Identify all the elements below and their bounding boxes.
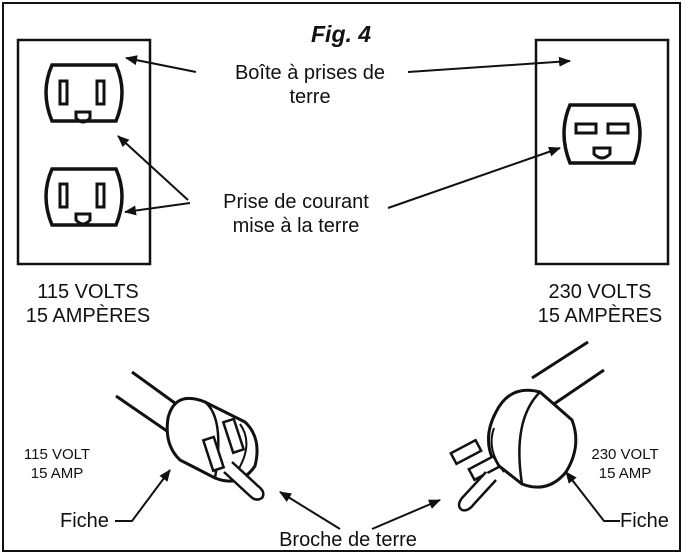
left-rating-amps: 15 AMPÈRES [25,305,151,327]
left-rating-volts: 115 VOLTS [37,281,139,303]
plug-115-icon [115,370,265,501]
single-outlet-icon [562,103,642,165]
plug-230-icon [449,340,605,512]
figure-title: Fig. 4 [311,21,372,47]
duplex-outlet-icon [44,63,124,124]
ground-box-label-line2: terre [289,86,331,108]
left-plug-amps: 15 AMP [30,465,84,482]
left-plug-volts: 115 VOLT [23,446,91,463]
ground-box-label: Boîte à prises de terre [200,61,420,109]
right-plug-rating: 230 VOLT 15 AMP [580,445,670,483]
ground-pin-label: Broche de terre [279,529,417,551]
outlet-label: Prise de courant mise à la terre [196,190,396,238]
arrow-icon [115,469,620,530]
arrow-icon [117,55,571,216]
receptacle-box-icon [534,38,670,266]
right-rating-label: 230 VOLTS 15 AMPÈRES [520,280,680,328]
ground-box-label-line1: Boîte à prises de [234,62,386,84]
left-rating-label: 115 VOLTS 15 AMPÈRES [8,280,168,328]
right-rating-amps: 15 AMPÈRES [537,305,663,327]
right-plug-amps: 15 AMP [598,465,652,482]
plug-label-right: Fiche [620,510,669,532]
receptacle-box-icon [16,38,152,266]
left-plug-rating: 115 VOLT 15 AMP [12,445,102,483]
plug-label-left: Fiche [60,510,109,532]
outlet-label-line2: mise à la terre [232,215,360,237]
duplex-outlet-icon [44,167,124,227]
outlet-label-line1: Prise de courant [223,191,369,213]
right-rating-volts: 230 VOLTS [548,281,652,303]
right-plug-volts: 230 VOLT [591,446,659,463]
